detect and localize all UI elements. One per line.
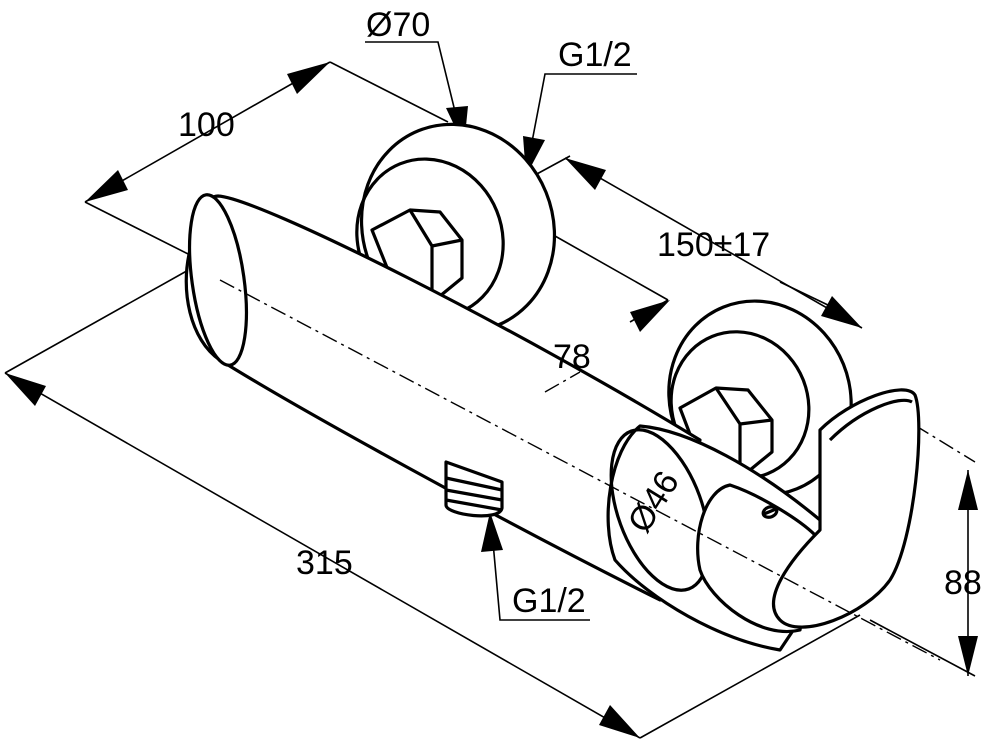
label-centre-distance: 150±17 xyxy=(657,226,770,264)
label-length: 315 xyxy=(296,544,353,582)
centre-axes xyxy=(219,279,941,661)
label-projection: 78 xyxy=(553,338,591,376)
flow-lever xyxy=(772,388,921,629)
label-diameter-rosette: Ø70 xyxy=(366,6,430,44)
label-thread-top: G1/2 xyxy=(558,36,632,74)
label-thread-bottom: G1/2 xyxy=(512,582,586,620)
faucet-body-group xyxy=(184,122,921,652)
label-height: 88 xyxy=(944,564,982,602)
label-depth: 100 xyxy=(178,106,235,144)
